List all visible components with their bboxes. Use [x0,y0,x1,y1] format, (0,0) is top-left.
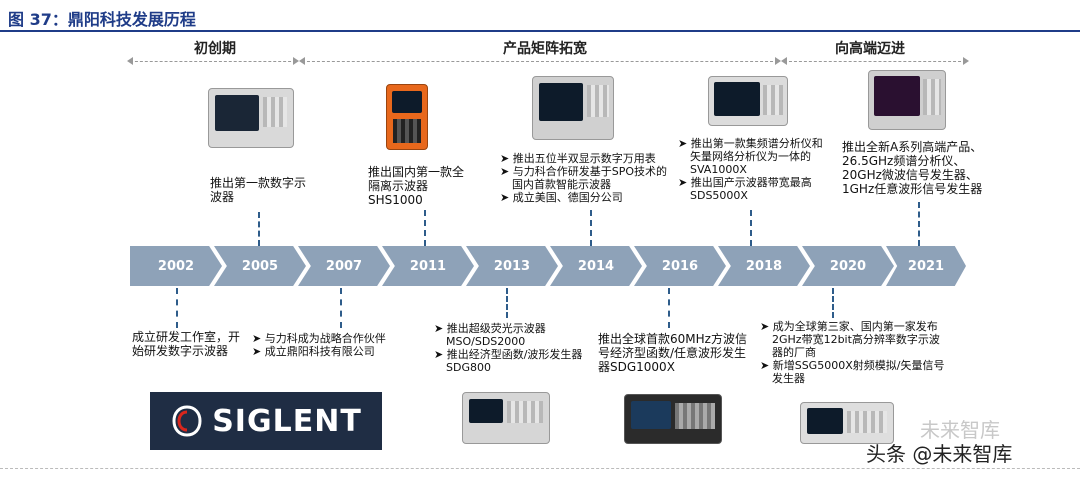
event-2020-item-1: ➤ 成为全球第三家、国内第一家发布2GHz带宽12bit高分辨率数字示波器的厂商 [760,320,940,359]
connector-2014 [590,210,592,246]
timeline-year-2018: 2018 [718,246,810,286]
spectrum-analyzer-image-2018 [708,76,788,126]
event-2020: ➤ 成为全球第三家、国内第一家发布2GHz带宽12bit高分辨率数字示波器的厂商… [760,320,950,385]
logo-text: SIGLENT [212,403,362,439]
high-end-analyzer-image-2021 [868,70,946,130]
event-2011: 推出国内第一款全隔离示波器SHS1000 [368,165,465,207]
phase-range-highend [781,57,969,65]
timeline-year-2016: 2016 [634,246,726,286]
connector-2013 [506,288,508,318]
timeline-year-2013: 2013 [466,246,558,286]
watermark-bottom: 头条 @未来智库 [866,442,1013,466]
connector-2020 [832,288,834,318]
event-2016: 推出全球首款60MHz方波信号经济型函数/任意波形发生器SDG1000X [598,332,747,374]
watermark-top: 未来智库 [920,418,1000,442]
event-2013: ➤ 推出超级荧光示波器MSO/SDS2000 ➤ 推出经济型函数/波形发生器SD… [434,322,594,374]
signal-generator-image-2013 [462,392,550,444]
siglent-logo: SIGLENT [150,392,382,450]
multimeter-oscilloscope-image-2014 [532,76,614,140]
event-2007-item-1: ➤ 与力科成为战略合作伙伴 [252,332,386,345]
event-2013-item-2: ➤ 推出经济型函数/波形发生器SDG800 [434,348,583,374]
event-2018-item-2: ➤ 推出国产示波器带宽最高SDS5000X [678,176,812,202]
event-2020-item-2: ➤ 新增SSG5000X射频模拟/矢量信号发生器 [760,359,945,385]
timeline-year-2014: 2014 [550,246,642,286]
timeline-year-2007: 2007 [298,246,390,286]
waveform-generator-image-2016 [624,394,722,444]
connector-2005 [258,212,260,246]
event-2007-item-2: ➤ 成立鼎阳科技有限公司 [252,345,375,358]
oscilloscope-image-2005 [208,88,294,148]
event-2014: ➤ 推出五位半双显示数字万用表 ➤ 与力科合作研发基于SPO技术的国内首款智能示… [500,152,670,204]
event-2014-item-3: ➤ 成立美国、德国分公司 [500,191,623,204]
figure-title: 图 37：鼎阳科技发展历程 [8,10,196,29]
title-divider [0,30,1080,32]
timeline-year-2020: 2020 [802,246,894,286]
bottom-divider [0,468,1080,469]
event-2014-item-2: ➤ 与力科合作研发基于SPO技术的国内首款智能示波器 [500,165,667,191]
event-2002: 成立研发工作室，开始研发数字示波器 [132,330,241,358]
connector-2021 [918,202,920,246]
event-2007: ➤ 与力科成为战略合作伙伴 ➤ 成立鼎阳科技有限公司 [252,332,422,358]
phase-range-expansion [299,57,781,65]
timeline-year-2002: 2002 [130,246,222,286]
phase-range-startup [127,57,299,65]
phase-label-highend: 向高端迈进 [835,41,905,57]
connector-2002 [176,288,178,328]
event-2018-item-1: ➤ 推出第一款集频谱分析仪和矢量网络分析仪为一体的SVA1000X [678,137,823,176]
event-2021: 推出全新A系列高端产品、26.5GHz频谱分析仪、20GHz微波信号发生器、1G… [842,140,983,196]
siglent-logo-mark-icon [170,404,204,438]
event-2014-item-1: ➤ 推出五位半双显示数字万用表 [500,152,656,165]
connector-2011 [424,210,426,246]
timeline-year-2011: 2011 [382,246,474,286]
phase-label-expansion: 产品矩阵拓宽 [503,41,587,57]
connector-2018 [750,210,752,246]
event-2018: ➤ 推出第一款集频谱分析仪和矢量网络分析仪为一体的SVA1000X ➤ 推出国产… [678,137,828,202]
rf-signal-generator-image-2020 [800,402,894,444]
timeline-year-2021: 2021 [886,246,966,286]
phase-label-startup: 初创期 [194,41,236,57]
event-2005: 推出第一款数字示波器 [210,176,307,204]
timeline-year-2005: 2005 [214,246,306,286]
event-2013-item-1: ➤ 推出超级荧光示波器MSO/SDS2000 [434,322,546,348]
connector-2016 [668,288,670,328]
handheld-oscilloscope-image-2011 [386,84,428,150]
connector-2007 [340,288,342,328]
